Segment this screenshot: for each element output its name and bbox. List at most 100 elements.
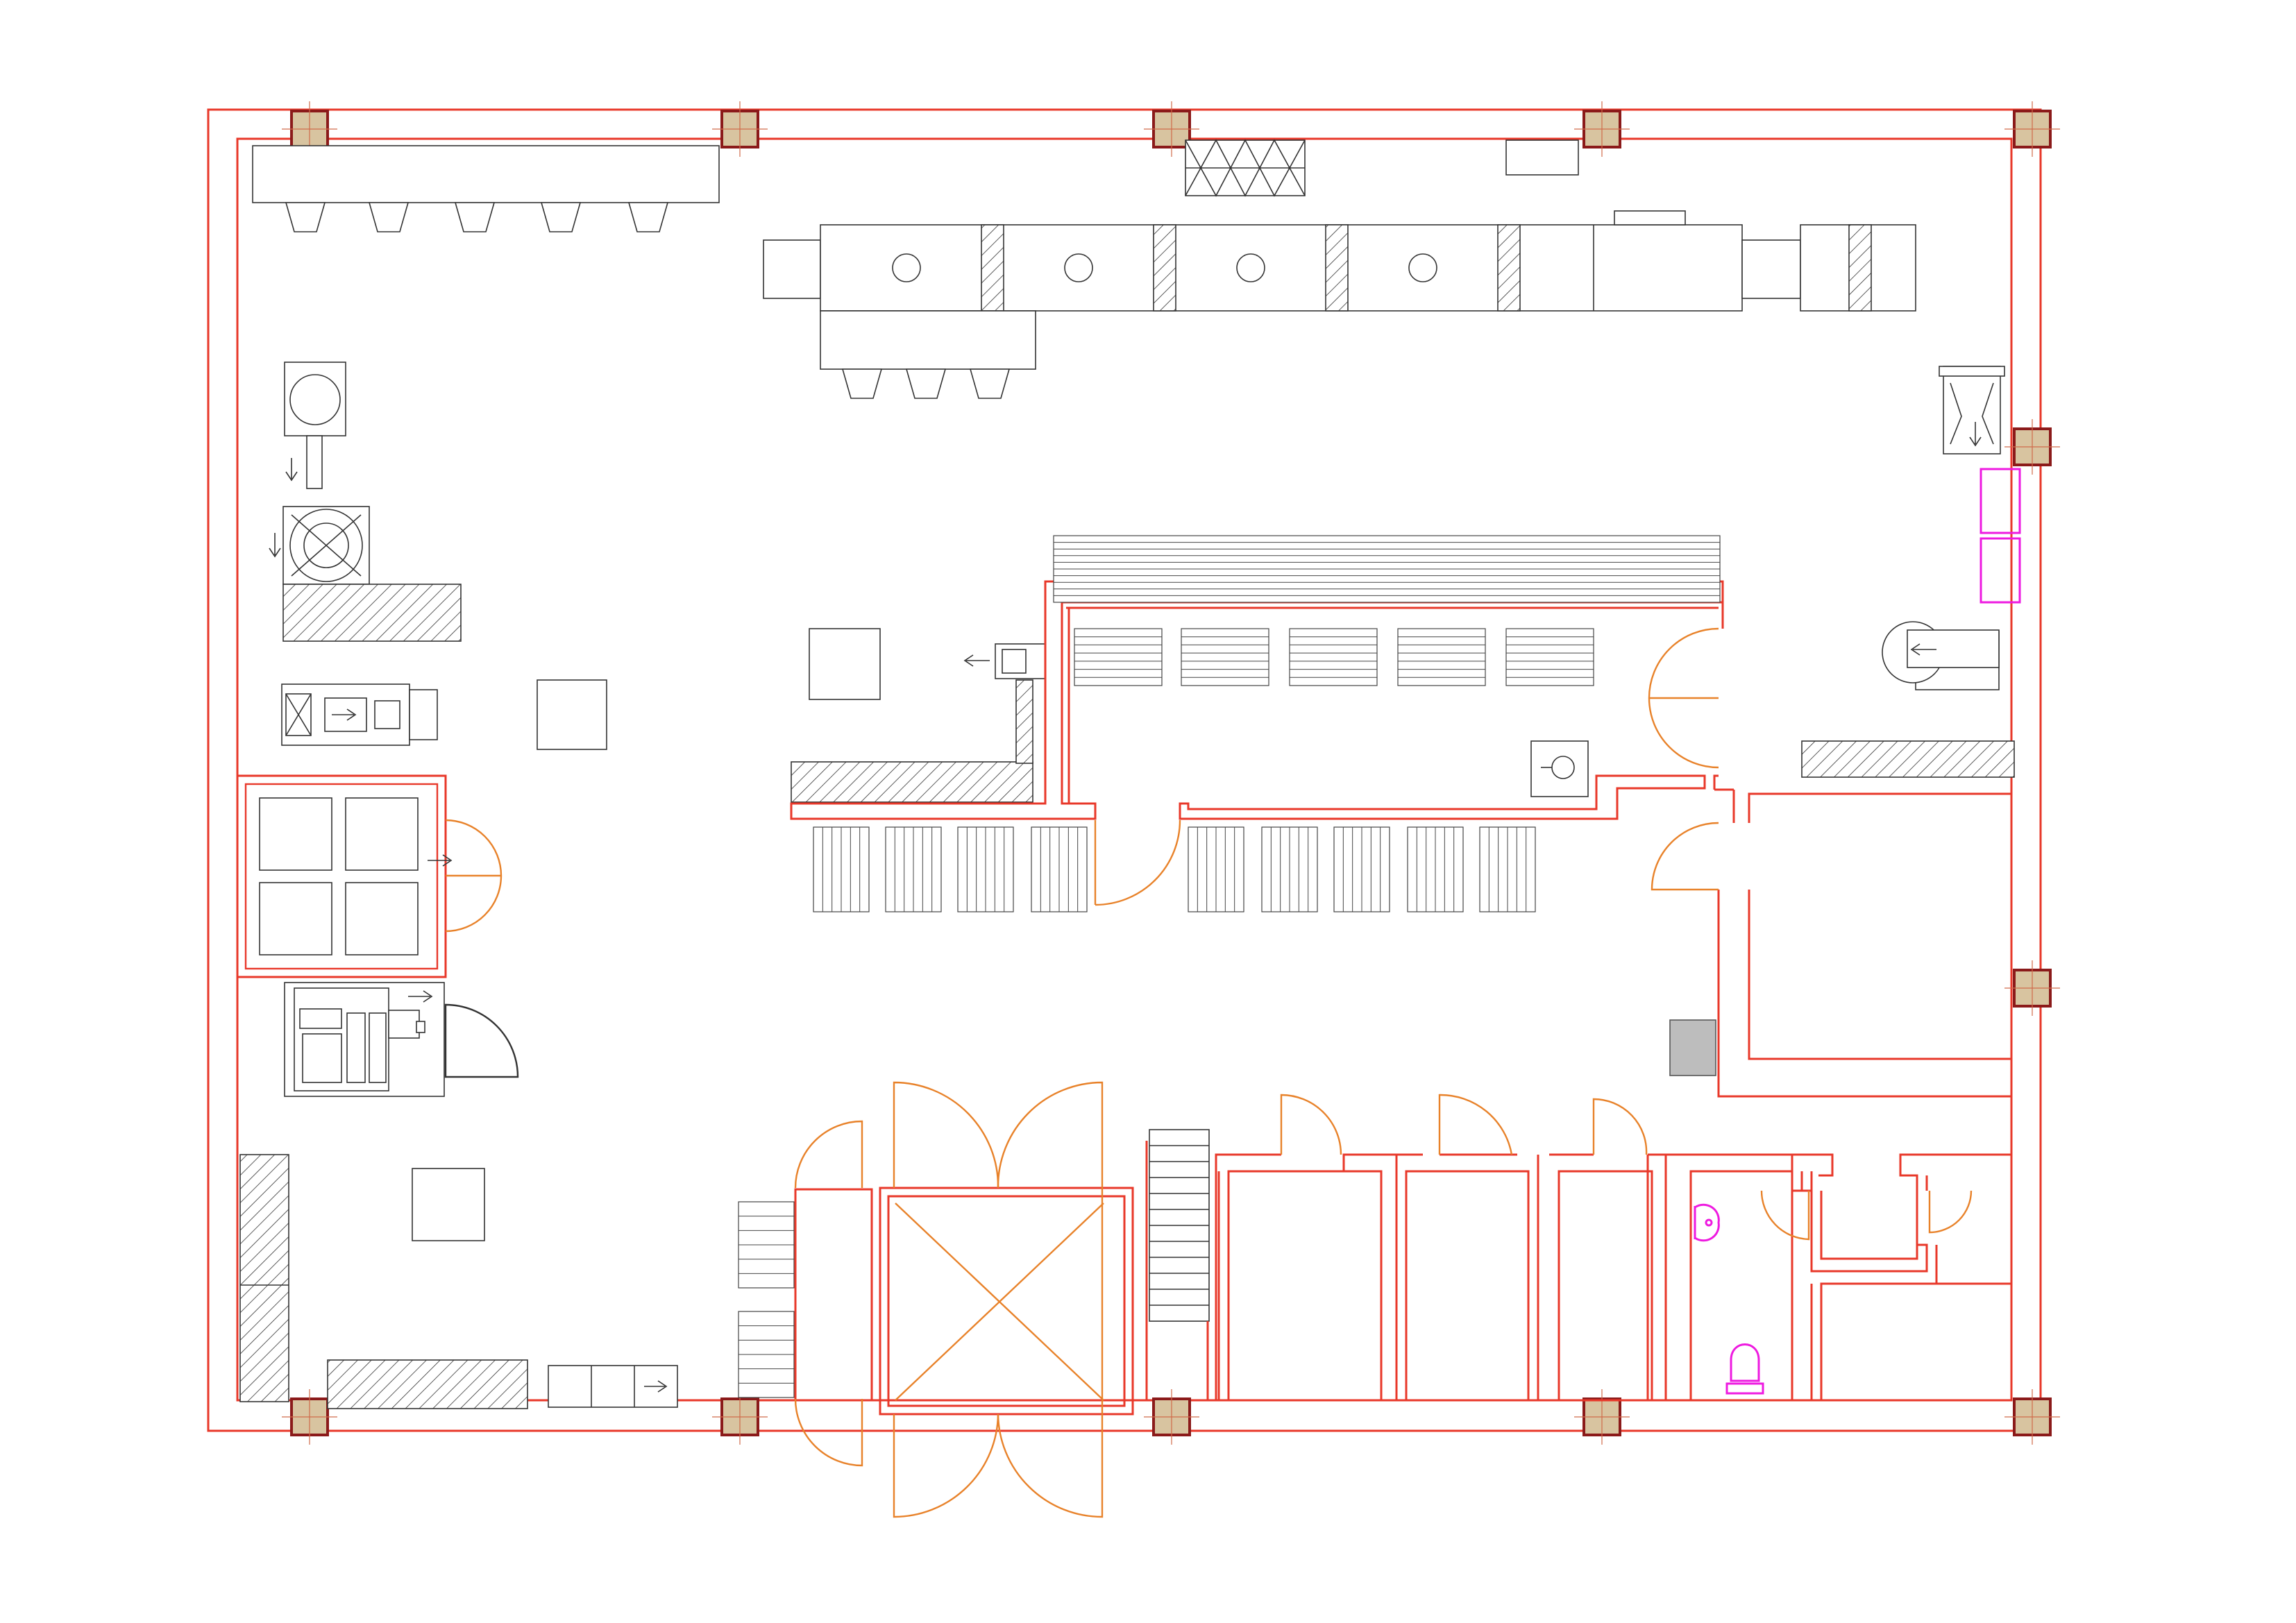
pallet-outline: [1074, 628, 1163, 686]
small-table-1: [537, 679, 607, 750]
electrical-panel: [1669, 1019, 1716, 1076]
toilet-walls: [1664, 1155, 1813, 1400]
pallet: [957, 826, 1014, 912]
dryer-frame: [1943, 366, 2001, 454]
pallet: [1188, 826, 1244, 912]
right-arrow-icon: [428, 854, 453, 867]
room2-walls: [1395, 1153, 1539, 1400]
pallet: [813, 826, 870, 912]
lift-shaft-inner: [887, 1195, 1126, 1407]
packer-cabinet: [302, 1033, 342, 1083]
hopper-outlet-4: [540, 202, 582, 232]
outer-wall-outer: [207, 108, 2042, 1432]
lift-cross: [895, 1203, 1104, 1401]
right-office: [1651, 774, 2013, 1098]
room2-door[interactable]: [1438, 1094, 1513, 1155]
structural-column: [2004, 101, 2060, 157]
small-machine-hopper: [1002, 649, 1027, 674]
lift-shaft-outer: [879, 1187, 1134, 1416]
pallet: [1479, 826, 1536, 912]
packer-swing-door[interactable]: [444, 1003, 519, 1078]
entrance-and-rooms: [794, 1081, 2013, 1518]
vent-grille-cross: [1185, 139, 1306, 197]
pallet-racks: [738, 535, 1721, 1398]
pallet: [885, 826, 942, 912]
line-transfer: [1741, 239, 1801, 299]
entrance-door-left-lower[interactable]: [794, 1398, 863, 1467]
pallet: [1031, 826, 1088, 912]
mixer-chute: [306, 435, 323, 489]
washbasin: [1694, 1203, 1720, 1242]
lower-bin-outlet-1: [841, 368, 883, 399]
structural-column: [1574, 1389, 1630, 1445]
storage-area: [790, 580, 1724, 906]
packer-column-2: [369, 1012, 387, 1083]
pallet: [1053, 535, 1721, 603]
entrance-door-center-right-upper[interactable]: [997, 1081, 1104, 1189]
right-arrow-icon: [408, 990, 433, 1003]
dryer-chute: [1950, 382, 1994, 445]
structural-column: [712, 101, 768, 157]
entrance-door-center-left-lower[interactable]: [893, 1413, 999, 1518]
washroom-door-right[interactable]: [1928, 1190, 1973, 1234]
line-outfeed-divider: [1848, 224, 1872, 312]
pallet: [1181, 628, 1269, 686]
small-table-2: [412, 1168, 485, 1241]
sink-cabinet-1: [1980, 468, 2021, 534]
mixer-bowl: [289, 374, 341, 425]
structural-column: [2004, 960, 2060, 1016]
line-lower-bin: [820, 310, 1036, 370]
washroom: [1820, 1282, 2013, 1402]
right-arrow-icon: [644, 1380, 668, 1393]
down-arrow-icon: [269, 533, 281, 558]
office-door[interactable]: [1651, 822, 1719, 891]
structural-column: [2004, 1389, 2060, 1445]
top-small-cabinet: [1505, 139, 1579, 176]
washroom-door-left[interactable]: [1760, 1190, 1810, 1241]
room1: [1227, 1170, 1383, 1402]
entrance-door-left-upper[interactable]: [794, 1120, 863, 1189]
hopper-bin: [252, 145, 720, 203]
washroom-wall-b: [1820, 1175, 1928, 1260]
floor-mixer-bowl: [1551, 756, 1575, 779]
cold-rack-3: [259, 882, 332, 955]
line-port-2: [1064, 253, 1093, 282]
line-divider-3: [1325, 224, 1349, 312]
storage-room-wall-bottom: [1179, 774, 1706, 820]
pallet: [1407, 826, 1464, 912]
room1-door[interactable]: [1280, 1094, 1342, 1155]
packing-machine: [284, 982, 519, 1097]
cold-room-inner: [244, 783, 439, 970]
hopper-outlet-1: [285, 202, 326, 232]
line-port-3: [1236, 253, 1265, 282]
down-arrow-icon: [1969, 422, 1982, 447]
cold-room: [236, 774, 503, 978]
storage-room-door[interactable]: [1094, 819, 1181, 906]
cold-rack-1: [259, 797, 332, 871]
room3-door[interactable]: [1592, 1098, 1648, 1155]
line-divider-2: [1153, 224, 1176, 312]
entrance-door-center-right-lower[interactable]: [997, 1413, 1104, 1518]
washroom-wall-d: [1791, 1155, 1918, 1191]
left-wall-bench: [239, 1154, 289, 1402]
structural-column: [2004, 419, 2060, 475]
pallet-outline: [1397, 628, 1486, 686]
toilet-tank: [1725, 1382, 1764, 1395]
line-top-hood: [1614, 210, 1686, 226]
room2: [1405, 1170, 1530, 1402]
left-arrow-icon: [963, 654, 990, 667]
left-lower-equipment: [239, 1154, 678, 1409]
storage-side-double-door[interactable]: [1648, 627, 1719, 769]
hopper-outlet-5: [627, 202, 669, 232]
washroom-wall-c: [1810, 1245, 1938, 1400]
dryer-top: [1939, 366, 2005, 377]
line-port-1: [892, 253, 921, 282]
entrance-door-center-left-upper[interactable]: [893, 1081, 999, 1189]
left-equipment: [269, 362, 607, 750]
line-body: [820, 224, 1743, 312]
cold-room-double-door[interactable]: [445, 819, 503, 933]
corridor-wall-right: [1899, 1091, 2013, 1177]
structural-column: [1144, 101, 1199, 157]
office-wall-upper: [1748, 792, 2011, 823]
